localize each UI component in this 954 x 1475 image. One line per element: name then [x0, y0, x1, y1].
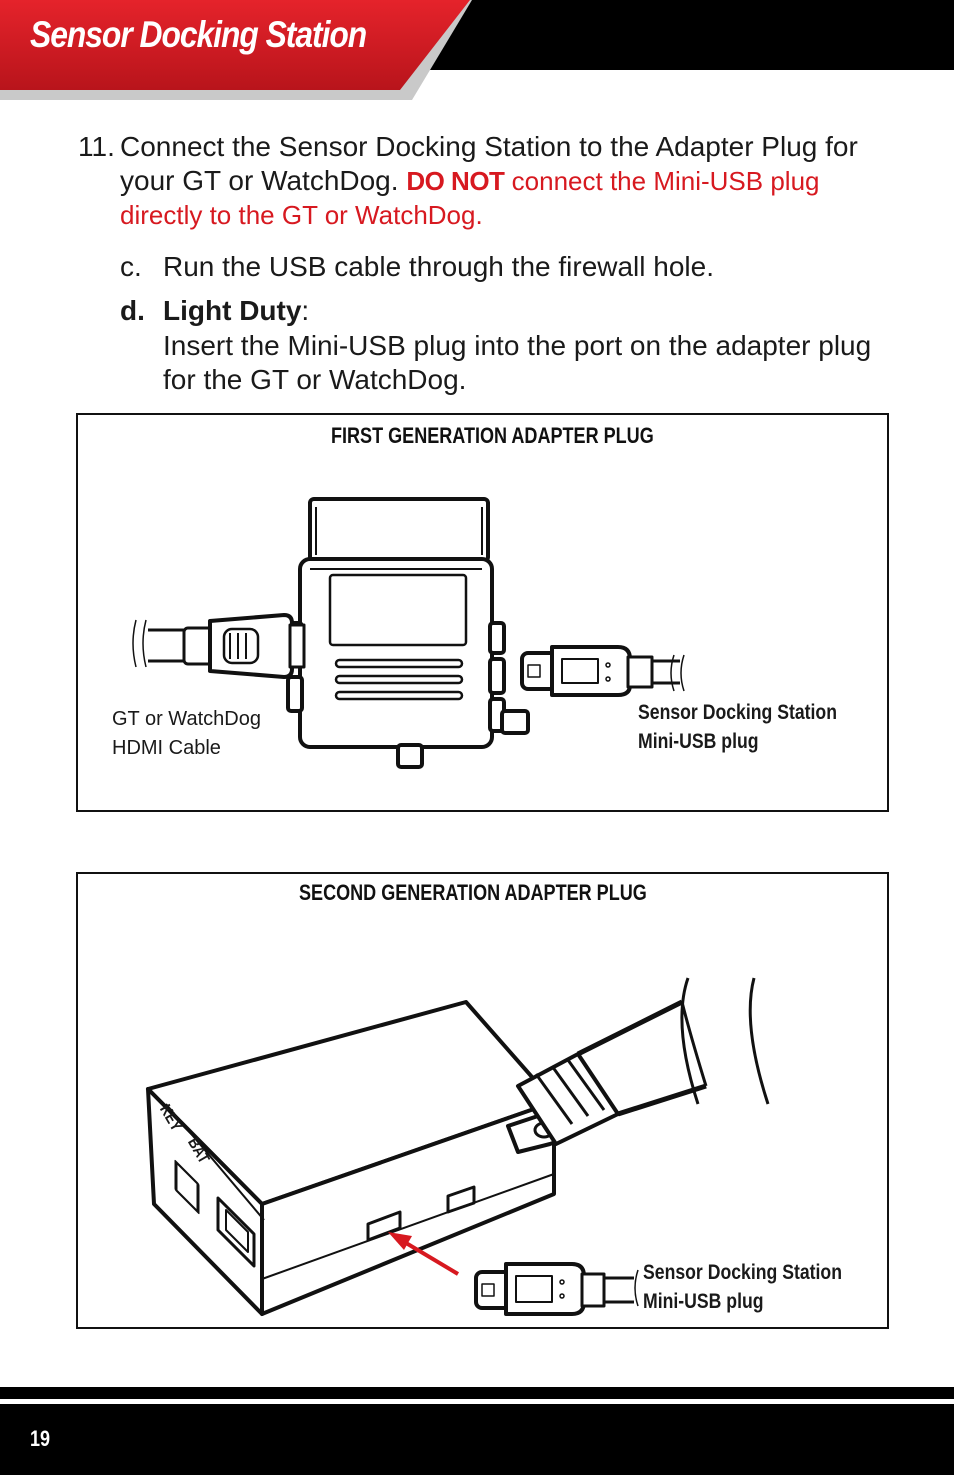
substep-c-letter: c. [120, 251, 142, 282]
mini-usb-caption: Sensor Docking Station Mini-USB plug [638, 698, 837, 756]
substep-d-heading-text: Light Duty [163, 295, 302, 326]
step-text: Connect the Sensor Docking Station to th… [120, 130, 900, 232]
substep-d-heading: Light Duty: [163, 295, 310, 326]
figure2-title: SECOND GENERATION ADAPTER PLUG [299, 880, 647, 905]
warning-text: connect the Mini-USB plug directly to th… [120, 166, 820, 230]
hdmi-caption-line2: HDMI Cable [112, 737, 221, 759]
header-banner [0, 0, 472, 100]
figure-first-generation: FIRST GENERATION ADAPTER PLUG GT or Watc… [76, 413, 889, 812]
step-warning: DO NOT connect the Mini-USB plug directl… [120, 166, 820, 230]
red-arrow-icon [388, 1232, 460, 1276]
mini-usb-caption2-line1: Sensor Docking Station [643, 1261, 842, 1284]
mini-usb-caption-2: Sensor Docking Station Mini-USB plug [643, 1258, 842, 1316]
figure-second-generation: SECOND GENERATION ADAPTER PLUG KEY BAT S… [76, 872, 889, 1329]
hdmi-caption-line1: GT or WatchDog [112, 708, 261, 730]
substep-d-text: Insert the Mini-USB plug into the port o… [163, 330, 872, 395]
footer-bar [0, 1404, 954, 1475]
header-title: Sensor Docking Station [30, 14, 367, 55]
substep-c-text: Run the USB cable through the firewall h… [163, 251, 714, 282]
mini-usb-caption2-line2: Mini-USB plug [643, 1290, 764, 1313]
warning-strong: DO NOT [406, 166, 505, 196]
substep-d-letter: d. [120, 295, 145, 326]
page-number: 19 [30, 1426, 51, 1451]
mini-usb-caption-line1: Sensor Docking Station [638, 701, 837, 724]
first-gen-adapter-illustration [132, 497, 685, 769]
step-number: 11. [78, 131, 115, 162]
figure1-title: FIRST GENERATION ADAPTER PLUG [331, 423, 654, 448]
mini-usb-caption-line2: Mini-USB plug [638, 730, 759, 753]
second-gen-adapter-illustration [146, 977, 770, 1316]
step-instruction: Connect the Sensor Docking Station to th… [120, 131, 858, 196]
footer-rule [0, 1387, 954, 1399]
hdmi-cable-caption: GT or WatchDog HDMI Cable [112, 705, 261, 763]
